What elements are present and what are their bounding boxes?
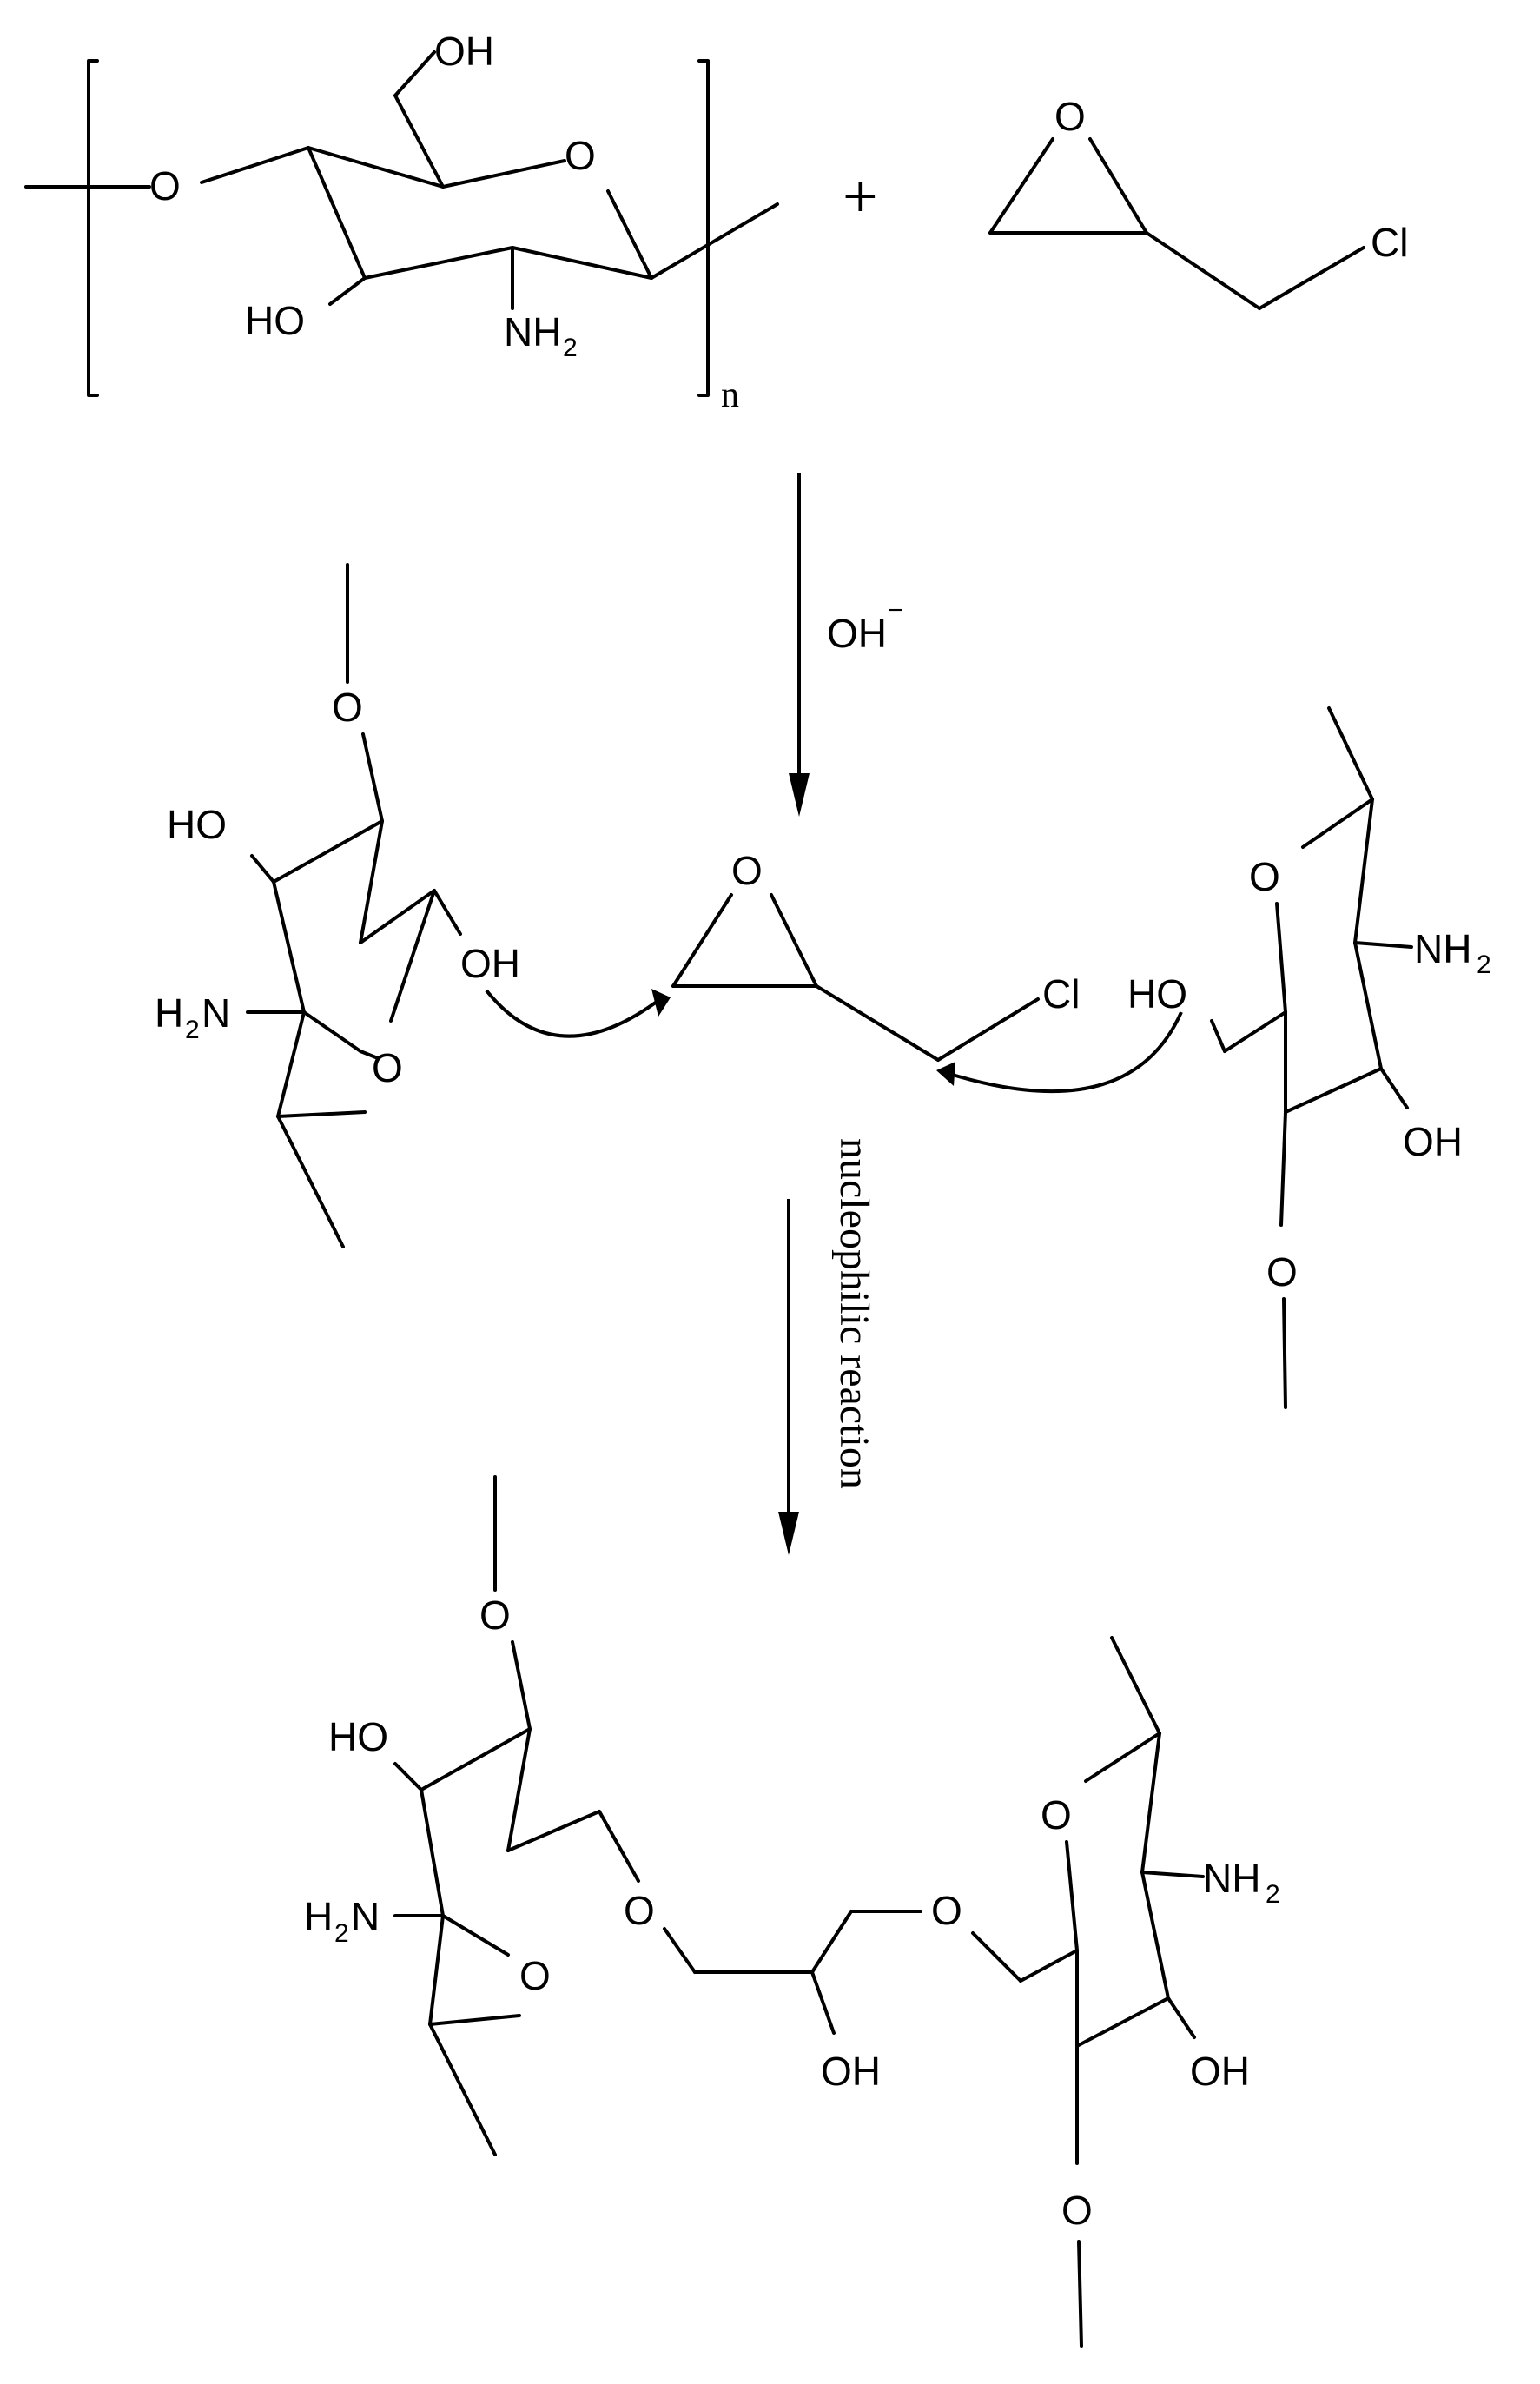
epichlorohydrin: O Cl [988, 94, 1408, 310]
reaction-arrow-nucleophilic: nucleophilic reaction [778, 1138, 877, 1555]
charge-minus: − [888, 596, 903, 625]
crosslinked-product: O HO H 2 N O O O OH O NH 2 [304, 1475, 1280, 2348]
glycosidic-oxygen-label: O [479, 1593, 511, 1638]
epoxide-oxygen-label: O [731, 848, 763, 893]
chitosan-unit-left: O O HO H 2 N OH [155, 563, 520, 1248]
h2n-H-label: H [304, 1894, 333, 1939]
ether-oxygen-label: O [931, 1888, 962, 1933]
subscript-2: 2 [334, 1919, 349, 1948]
subscript-2: 2 [185, 1016, 200, 1044]
arrowhead [651, 989, 671, 1017]
h2n-N-label: N [351, 1894, 380, 1939]
subscript-2: 2 [1477, 950, 1491, 979]
h2n-H-label: H [155, 990, 183, 1036]
arrowhead [936, 1062, 955, 1086]
ring-oxygen-label: O [372, 1045, 403, 1090]
chitosan-repeat-unit: O OH O HO NH 2 n [24, 29, 779, 415]
electron-arrow-right [946, 1011, 1183, 1094]
reaction-arrow-base: OH − [789, 473, 903, 817]
oxygen-label: O [149, 163, 181, 209]
plus-sign: + [843, 162, 878, 231]
epoxide-oxygen-label: O [1054, 94, 1086, 139]
ring-oxygen-label: O [519, 1953, 551, 1998]
hydroxyl-label: HO [1127, 971, 1187, 1017]
amine-label: NH [504, 309, 561, 354]
subscript-2: 2 [563, 334, 578, 362]
electron-arrow-left [485, 989, 662, 1038]
amine-label: NH [1203, 1856, 1260, 1901]
subscript-2: 2 [1266, 1880, 1280, 1909]
ether-oxygen-label: O [624, 1888, 655, 1933]
ring-oxygen-label: O [1249, 854, 1280, 899]
epichlorohydrin-middle: O Cl [671, 848, 1080, 1062]
chlorine-label: Cl [1371, 220, 1408, 265]
amine-label: NH [1414, 926, 1471, 971]
ring-oxygen-label: O [1041, 1792, 1072, 1838]
ring-oxygen-label: O [565, 133, 596, 178]
hydroxyl-label: OH [460, 941, 520, 986]
chitosan-unit-right: O NH 2 HO OH O [1127, 706, 1491, 1409]
chlorine-label: Cl [1042, 971, 1080, 1017]
glycosidic-oxygen-label: O [1061, 2188, 1093, 2233]
h2n-N-label: N [202, 990, 230, 1036]
hydroxyl-label: HO [245, 298, 305, 343]
repeat-index: n [721, 375, 739, 415]
hydroxyl-label: OH [1403, 1119, 1463, 1164]
hydroxyl-label: HO [328, 1714, 388, 1759]
condition-nucleophilic-label: nucleophilic reaction [831, 1138, 877, 1489]
glycosidic-oxygen-label: O [332, 685, 363, 730]
glycosidic-oxygen-label: O [1266, 1249, 1298, 1295]
hydroxyl-label: HO [167, 802, 227, 847]
hydroxyl-label: OH [821, 2049, 881, 2094]
hydroxyl-label: OH [1190, 2049, 1250, 2094]
condition-base-label: OH [827, 611, 887, 656]
hydroxyl-label: OH [434, 29, 494, 74]
